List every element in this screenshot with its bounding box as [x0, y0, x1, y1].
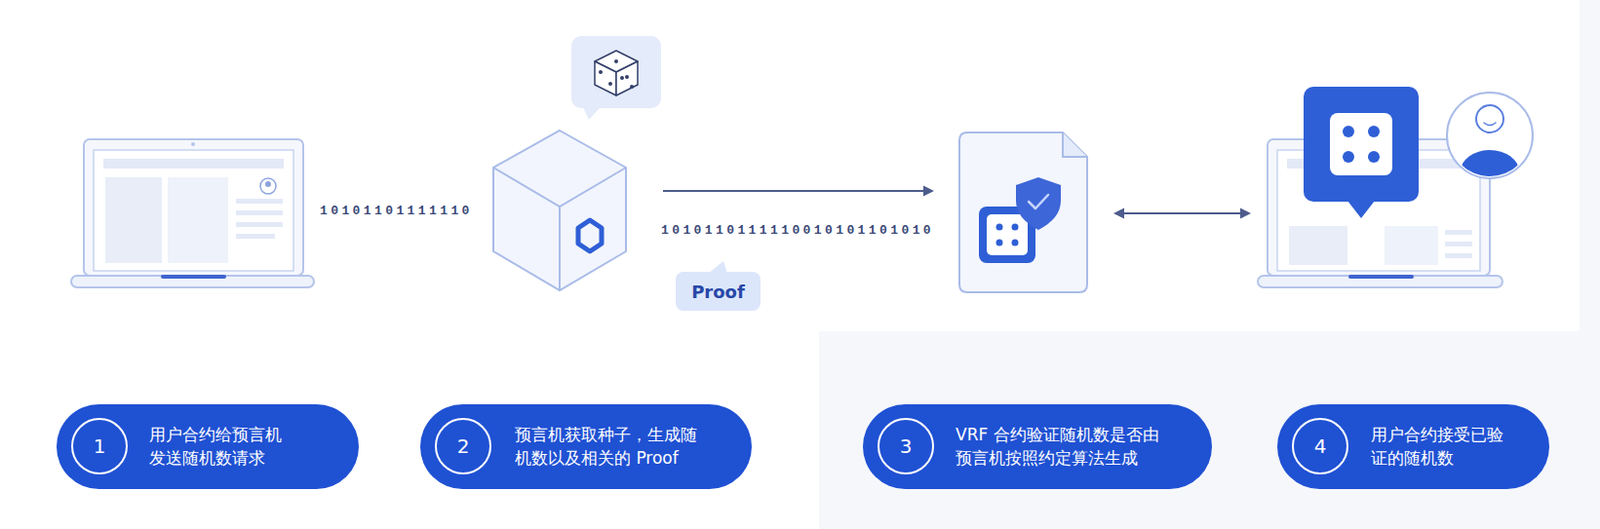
avatar-body [1460, 150, 1520, 194]
dice-dot [608, 81, 613, 86]
avatar-figure [1460, 150, 1520, 194]
dice-dot [624, 75, 629, 79]
flow-arrow [663, 190, 927, 193]
check-mark [1028, 195, 1049, 209]
step-number: 4 [1314, 436, 1327, 457]
laptop-base [71, 275, 314, 288]
step-text: 用户合约接受已验 证的随机数 [1370, 424, 1509, 470]
screen-line [1444, 241, 1473, 247]
laptop-notch [1348, 274, 1414, 279]
document-fold [1062, 132, 1088, 157]
step-text: 预言机获取种子，生成随 机数以及相关的 Proof [514, 424, 703, 470]
dice-dot [629, 84, 634, 89]
step-number-circle: 2 [434, 418, 492, 475]
screen-line [235, 222, 283, 228]
step-pill: 用户合约给预言机 发送随机数请求 1 [56, 404, 359, 490]
avatar-mini-head [265, 181, 272, 188]
binary-data: 1010110111110010101101010 [661, 222, 935, 240]
bubble-bg [571, 36, 662, 109]
double-arrow [1121, 212, 1244, 215]
dice-face [1329, 113, 1393, 176]
dice-dot [1342, 125, 1355, 138]
shield-icon [1015, 177, 1061, 231]
hexagon-edge [558, 206, 561, 291]
step-number-circle: 1 [71, 418, 128, 475]
proof-text: Proof [691, 281, 745, 303]
dice-dot [1012, 239, 1019, 247]
user-avatar [1446, 92, 1533, 194]
document-shape [959, 132, 1088, 293]
step-number: 1 [93, 436, 107, 457]
screen-line [235, 210, 283, 216]
step-number-circle: 4 [1291, 418, 1349, 475]
step-pill: 用户合约接受已验 证的随机数 4 [1277, 404, 1550, 490]
laptop-icon [71, 139, 314, 288]
dice-dot [1342, 151, 1355, 163]
laptop-base [1257, 275, 1503, 288]
bubble-tail [583, 107, 601, 120]
step-pill: 预言机获取种子，生成随 机数以及相关的 Proof 2 [420, 404, 752, 490]
dice-dot [614, 59, 619, 64]
result-dice-bubble [1303, 86, 1419, 219]
dice-dot [996, 239, 1004, 247]
arrow-head [1113, 208, 1125, 220]
proof-bubble: Proof [675, 272, 761, 312]
laptop-screen [83, 139, 304, 276]
hexagon-block [493, 130, 626, 291]
background-tint [1579, 0, 1600, 332]
step-pill: VRF 合约验证随机数是否由 预言机按照约定算法生成 3 [862, 404, 1212, 490]
dice-face [594, 61, 617, 96]
chainlink-logo [578, 220, 602, 252]
vrf-contract-icon [959, 132, 1088, 293]
avatar-mini [260, 178, 276, 195]
step-text: 用户合约给预言机 发送随机数请求 [149, 424, 287, 470]
dice-face [986, 214, 1028, 256]
oracle-node-icon [493, 130, 626, 291]
arrow-head [1240, 208, 1251, 220]
screen-panel [1384, 226, 1439, 266]
screen-line [1444, 253, 1473, 259]
screen-panel [167, 177, 229, 264]
step-number: 2 [457, 436, 470, 457]
dice-dot [620, 76, 625, 80]
hexagon-edge [493, 167, 626, 207]
screen-line [235, 234, 275, 239]
laptop-notch [160, 274, 227, 279]
dice-dot [1367, 125, 1380, 138]
binary-data: 10101101111110 [319, 202, 473, 221]
step-text: VRF 合约验证随机数是否由 预言机按照约定算法生成 [955, 424, 1165, 470]
screen-panel [1288, 226, 1348, 266]
dice-bubble [571, 36, 662, 120]
background-tint [819, 331, 1600, 529]
screen-inner [93, 150, 294, 272]
dice-face [616, 61, 638, 96]
bubble-tail [1347, 200, 1375, 219]
step-number: 3 [899, 436, 913, 457]
screen-header [103, 158, 284, 169]
screen-line [235, 198, 283, 204]
arrow-head [923, 186, 935, 197]
avatar-head [1476, 105, 1504, 133]
screen-line [1444, 230, 1473, 235]
dice-dot [996, 224, 1004, 232]
dice-dot [1012, 224, 1019, 232]
screen-panel [105, 177, 162, 264]
laptop-camera [191, 142, 196, 147]
step-number-circle: 3 [877, 418, 935, 475]
dice-dot [1367, 151, 1380, 163]
avatar-smile [1483, 122, 1496, 126]
bubble-bg [1303, 86, 1419, 202]
dice-dot [598, 70, 603, 75]
